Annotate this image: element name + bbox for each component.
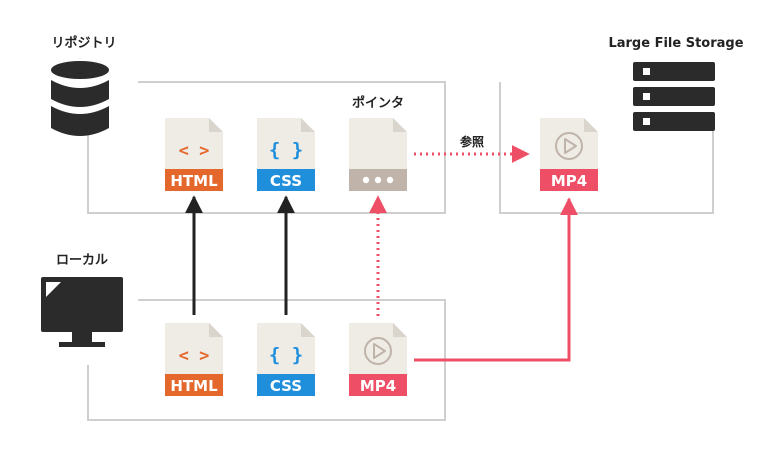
lfs-mp4-tag: MP4: [551, 172, 587, 190]
repository-box: [87, 81, 446, 214]
html-code-icon: < >: [179, 141, 210, 161]
local-css-tag: CSS: [270, 377, 302, 395]
repository-label: リポジトリ: [51, 35, 116, 51]
repo-html-tag: HTML: [170, 172, 218, 190]
local-mp4-file: MP4: [349, 323, 407, 396]
lfs-mp4-file: MP4: [540, 118, 598, 191]
lfs-label: Large File Storage: [608, 36, 743, 51]
reference-label: 参照: [460, 134, 484, 149]
local-css-file: { } CSS: [257, 323, 315, 396]
local-html-file: < > HTML: [165, 323, 223, 396]
server-icon: [633, 62, 715, 131]
local-mp4-tag: MP4: [360, 377, 396, 395]
local-label: ローカル: [56, 253, 108, 268]
pointer-label: ポインタ: [352, 95, 404, 111]
repo-css-tag: CSS: [270, 172, 302, 190]
mp4-upload-arrow: [414, 197, 578, 362]
local-html-tag: HTML: [170, 377, 218, 395]
database-icon: [51, 61, 109, 136]
local-box: [87, 299, 446, 421]
play-icon: [555, 132, 583, 160]
lfs-box: [499, 82, 714, 214]
monitor-icon: [41, 277, 123, 347]
repo-html-file: < > HTML: [165, 118, 223, 191]
pointer-file-icon: [349, 118, 407, 191]
html-code-icon: < >: [179, 346, 210, 366]
css-braces-icon: { }: [269, 139, 303, 161]
css-braces-icon: { }: [269, 344, 303, 366]
play-icon: [364, 337, 392, 365]
repo-css-file: { } CSS: [257, 118, 315, 191]
